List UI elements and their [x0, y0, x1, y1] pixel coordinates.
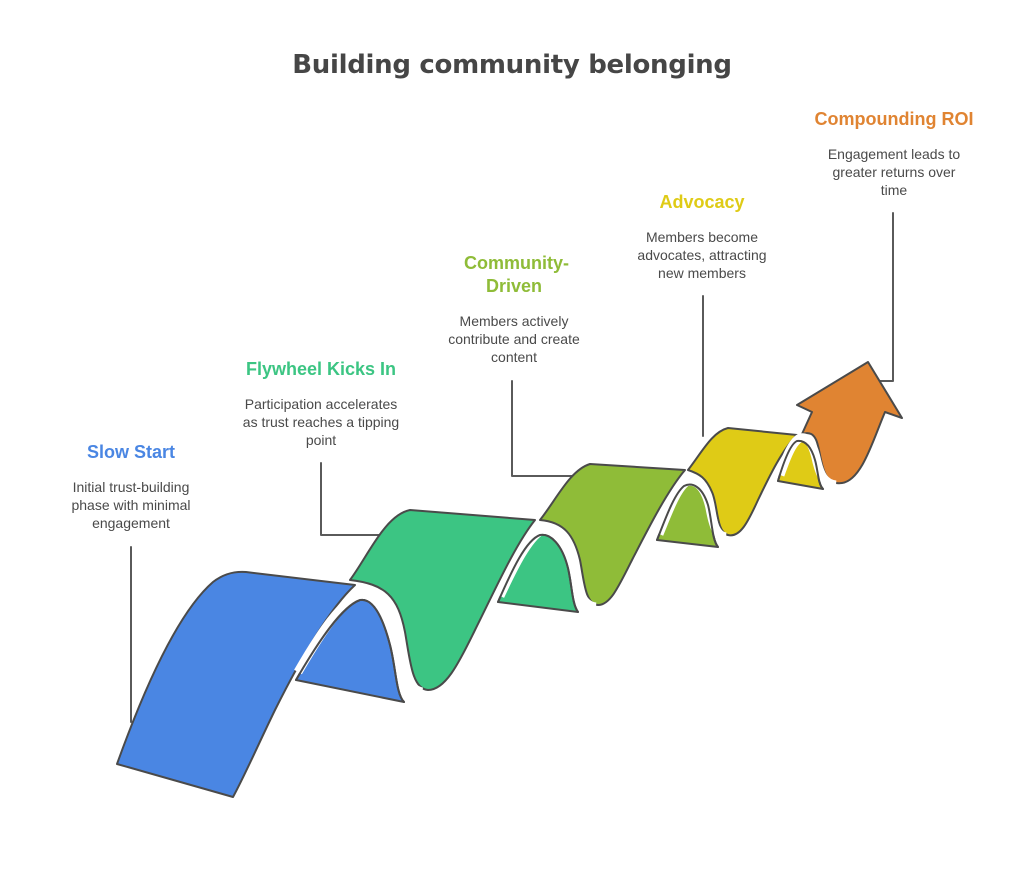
wave-community-front: [539, 463, 686, 606]
wave-slow-start-front: [116, 570, 356, 798]
stage-title: Community-Driven: [464, 253, 569, 296]
wave-flywheel-front: [349, 509, 536, 691]
stage-title: Slow Start: [86, 442, 175, 462]
stage-flywheel-kicks-in: Flywheel Kicks In Participation accelera…: [226, 358, 416, 449]
stage-slow-start: Slow Start Initial trust-building phase …: [50, 441, 212, 532]
stage-description: Initial trust-building phase with minima…: [71, 479, 191, 531]
stage-community-driven: Community-Driven Members actively contri…: [436, 252, 592, 366]
stage-description: Engagement leads to greater returns over…: [827, 146, 961, 198]
stage-description: Members actively contribute and create c…: [448, 313, 580, 365]
stage-compounding-roi: Compounding ROI Engagement leads to grea…: [794, 108, 994, 199]
gap-outline-blue-green: [295, 598, 405, 703]
connector-line-compounding: [877, 212, 894, 382]
stage-advocacy: Advocacy Members become advocates, attra…: [612, 191, 792, 282]
connector-line-community: [511, 380, 575, 477]
gap-blue-green: [294, 589, 424, 697]
stage-description: Members become advocates, attracting new…: [637, 229, 767, 281]
gap-outline-lime-yellow: [656, 483, 719, 548]
stage-title: Advocacy: [659, 192, 745, 212]
stage-description: Participation accelerates as trust reach…: [242, 396, 400, 448]
gap-outline-yellow-orange: [777, 439, 824, 490]
diagram-title: Building community belonging: [292, 50, 732, 80]
gap-outline-green-lime: [497, 533, 579, 613]
connector-line-flywheel: [320, 462, 383, 536]
stage-title: Compounding ROI: [814, 109, 974, 129]
wave-advocacy-front: [687, 427, 798, 537]
stage-title: Flywheel Kicks In: [245, 359, 397, 379]
